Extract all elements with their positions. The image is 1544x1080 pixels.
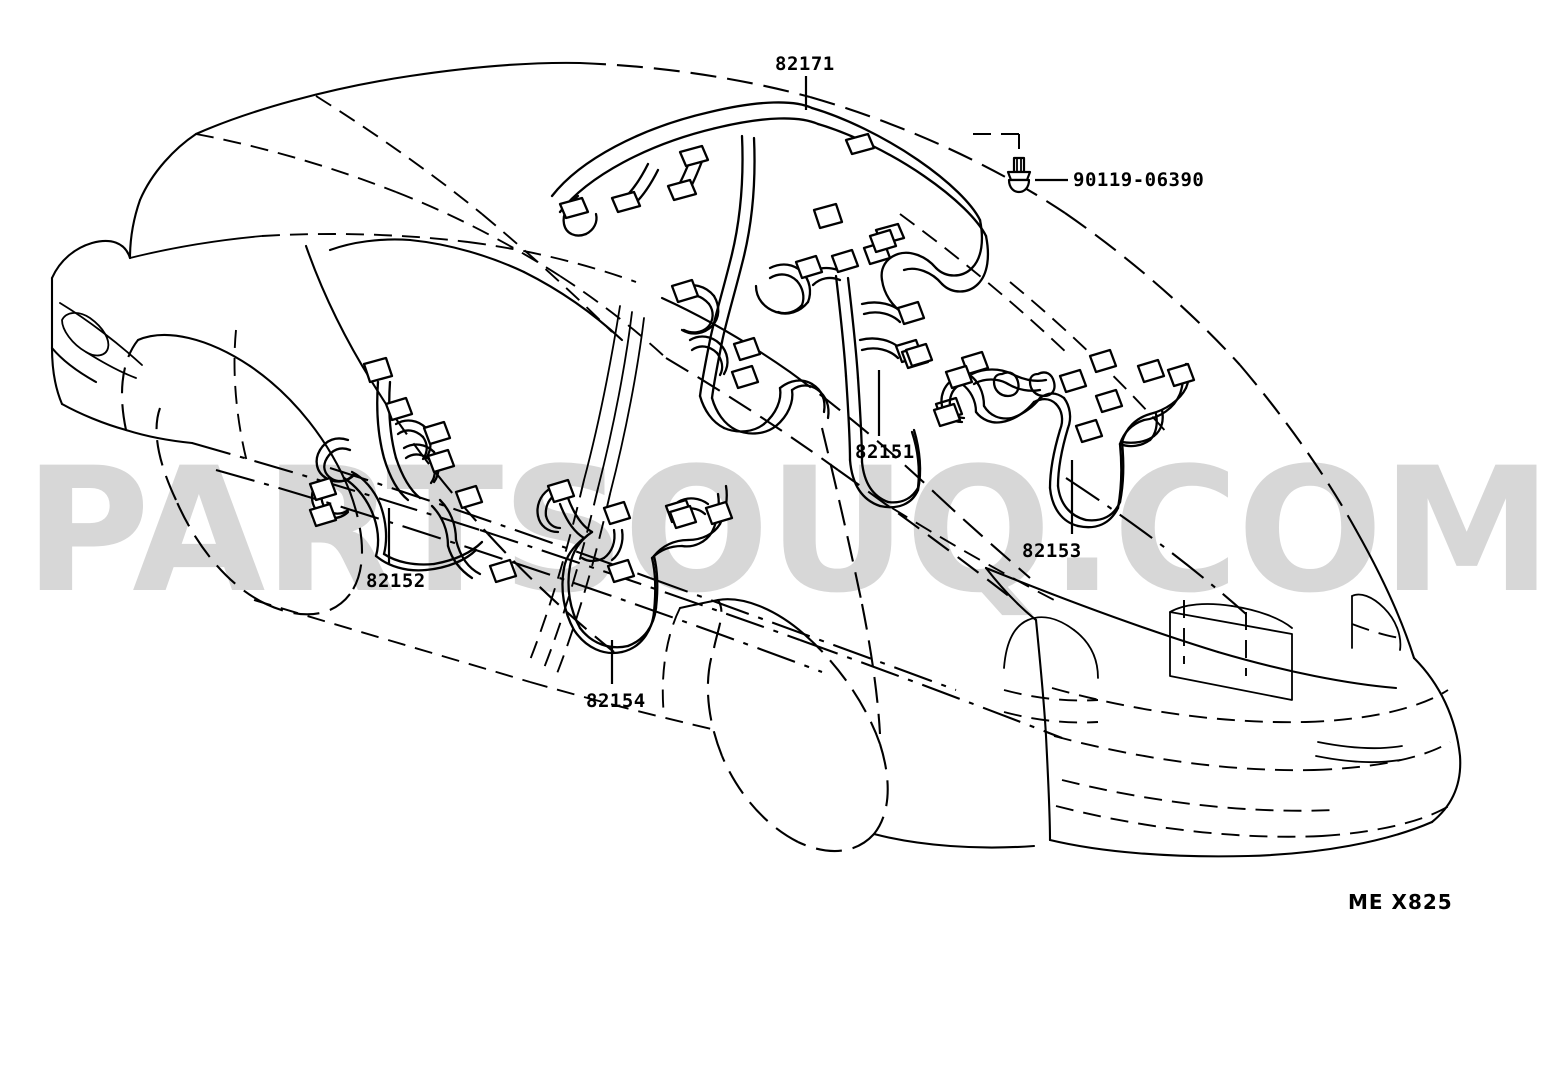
connector-block: [730, 364, 760, 390]
bolt-head: [1006, 170, 1032, 182]
connector-block: [1094, 388, 1124, 414]
connector-block: [794, 254, 824, 280]
connector-block: [904, 342, 934, 368]
connector-block: [426, 448, 456, 474]
callout-label-90119-06390: 90119-06390: [1073, 169, 1205, 191]
connector-block: [1058, 368, 1088, 394]
harness-82171: [550, 101, 990, 400]
connector-block: [1166, 362, 1196, 388]
harness-82153: [932, 348, 1196, 529]
callout-leaders: [387, 76, 1074, 684]
connector-block: [1136, 358, 1166, 384]
connector-block: [704, 500, 734, 526]
diagram-footer-code: ME X825: [1348, 890, 1453, 914]
connector-block: [944, 364, 974, 390]
callout-label-82152: 82152: [366, 570, 426, 592]
connector-block: [546, 478, 576, 504]
connector-block: [666, 178, 698, 202]
connector-block: [868, 228, 898, 254]
connector-block: [830, 248, 860, 274]
connector-block: [606, 558, 636, 584]
connector-block: [812, 202, 844, 230]
connector-block: [602, 500, 632, 526]
harness-82152: [308, 356, 518, 584]
callout-label-82151: 82151: [855, 441, 915, 463]
connector-block: [384, 396, 414, 422]
connector-block: [844, 132, 876, 156]
connector-block: [362, 356, 394, 384]
callout-label-82154: 82154: [586, 690, 646, 712]
bolt-washer: [1007, 178, 1031, 194]
connector-block: [678, 144, 710, 168]
watermark-text: PARTSOUQ.COM: [24, 430, 1544, 631]
connector-block: [488, 558, 518, 584]
vehicle-body-outline: [50, 61, 1462, 858]
harness-82151: [670, 202, 964, 509]
harness-82154: [536, 478, 734, 655]
callout-label-82171: 82171: [775, 53, 835, 75]
bolt-90119-06390: [965, 133, 1032, 194]
connector-block: [308, 502, 338, 528]
connector-block: [732, 336, 762, 362]
connector-block: [454, 484, 484, 510]
connector-block: [1088, 348, 1118, 374]
connector-block: [610, 190, 642, 214]
connector-block: [932, 402, 962, 428]
connector-block: [422, 420, 452, 446]
connector-block: [558, 196, 590, 220]
watermark: PARTSOUQ.COM: [24, 430, 1544, 631]
callout-label-82153: 82153: [1022, 540, 1082, 562]
connector-block: [1074, 418, 1104, 444]
bolt-shank: [1012, 156, 1026, 174]
connector-block: [896, 300, 926, 326]
connector-block: [308, 476, 338, 502]
connector-block: [668, 504, 698, 530]
connector-block: [670, 278, 700, 304]
